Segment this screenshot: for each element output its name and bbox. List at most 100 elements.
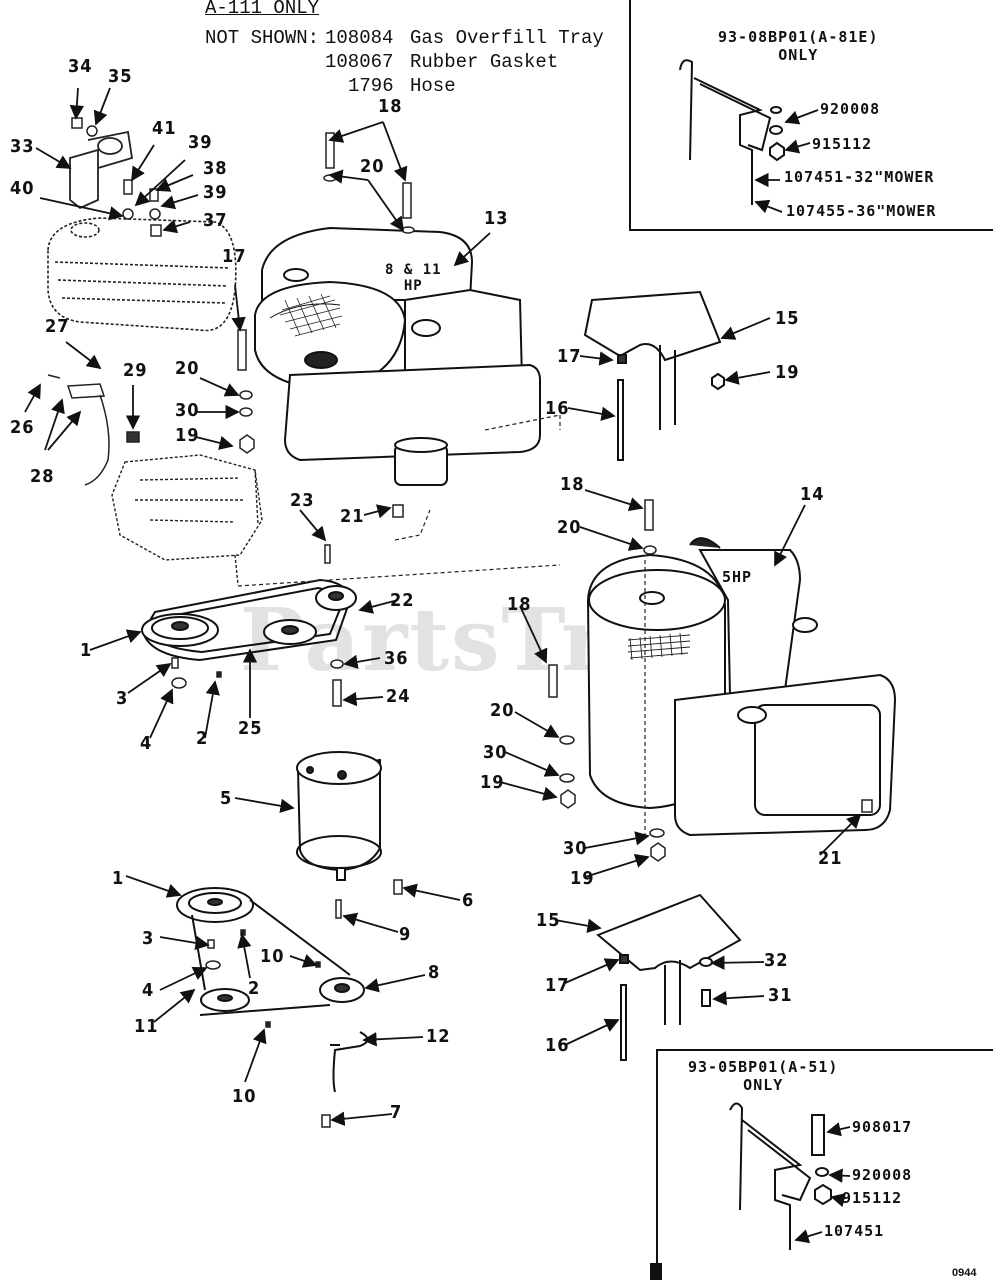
callout-35: 35 <box>108 66 133 87</box>
callout-11: 11 <box>134 1016 159 1037</box>
small-engine <box>586 537 897 837</box>
callout-19a: 19 <box>175 425 200 446</box>
small-engine-hp-label: 5HP <box>722 568 753 586</box>
callout-12: 12 <box>426 1026 451 1047</box>
mount-bracket-lower <box>596 893 742 1061</box>
callout-41: 41 <box>152 118 177 139</box>
inset-top-part-107455: 107455-36"MOWER <box>786 202 937 220</box>
inset-top-part-920008: 920008 <box>820 100 881 118</box>
callout-17c: 17 <box>545 975 570 996</box>
callout-27: 27 <box>45 316 70 337</box>
callout-2b: 2 <box>248 978 261 999</box>
callout-4b: 4 <box>142 980 155 1001</box>
callout-20a: 20 <box>360 156 385 177</box>
callout-8: 8 <box>428 962 441 983</box>
callout-22: 22 <box>390 590 415 611</box>
inset-top-title: 93-08BP01(A-81E) ONLY <box>718 28 879 64</box>
callout-4a: 4 <box>140 733 153 754</box>
inset-bottom-title: 93-05BP01(A-51) ONLY <box>688 1058 839 1094</box>
callout-34: 34 <box>68 56 93 77</box>
callout-7: 7 <box>390 1102 403 1123</box>
callout-17a: 17 <box>222 246 247 267</box>
inset-bottom-rod <box>729 1102 832 1250</box>
inset-bottom-part-915112: 915112 <box>842 1189 903 1207</box>
callout-2a: 2 <box>196 728 209 749</box>
callout-39a: 39 <box>188 132 213 153</box>
callout-18a: 18 <box>378 96 403 117</box>
callout-28: 28 <box>30 466 55 487</box>
callout-17b: 17 <box>557 346 582 367</box>
electric-motor <box>296 751 382 881</box>
callout-33: 33 <box>10 136 35 157</box>
exhaust-elbow <box>69 130 134 210</box>
leader-arrows <box>24 87 862 1244</box>
callout-38: 38 <box>203 158 228 179</box>
callout-13: 13 <box>484 208 509 229</box>
callout-30b: 30 <box>483 742 508 763</box>
inset-borders <box>629 0 993 1280</box>
inset-top-part-107451: 107451-32"MOWER <box>784 168 935 186</box>
not-shown-desc-1: Gas Overfill Tray <box>410 27 604 49</box>
callout-20d: 20 <box>490 700 515 721</box>
callout-25: 25 <box>238 718 263 739</box>
callout-26: 26 <box>10 417 35 438</box>
callout-16a: 16 <box>545 398 570 419</box>
belt-guide-rod <box>330 1031 369 1093</box>
callout-18c: 18 <box>507 594 532 615</box>
inset-bottom-part-920008: 920008 <box>852 1166 913 1184</box>
inset-top-part-915112: 915112 <box>812 135 873 153</box>
callout-23: 23 <box>290 490 315 511</box>
callout-21b: 21 <box>818 848 843 869</box>
callout-18b: 18 <box>560 474 585 495</box>
large-engine-hp-label: 8 & 11 HP <box>385 262 442 294</box>
callout-30a: 30 <box>175 400 200 421</box>
callout-20c: 20 <box>557 517 582 538</box>
small-hardware-right <box>237 132 873 862</box>
inset-bottom-part-107451: 107451 <box>824 1222 885 1240</box>
not-shown-part-1: 108084 <box>325 27 394 49</box>
callout-1a: 1 <box>80 640 93 661</box>
callout-6: 6 <box>462 890 475 911</box>
small-hardware-lower-left <box>205 879 403 1128</box>
callout-19c: 19 <box>480 772 505 793</box>
not-shown-part-2: 108067 <box>325 51 394 73</box>
callout-3a: 3 <box>116 688 129 709</box>
muffler-assembly <box>47 217 237 332</box>
callout-15a: 15 <box>775 308 800 329</box>
callout-15b: 15 <box>536 910 561 931</box>
callout-37: 37 <box>203 210 228 231</box>
drive-belt-upper <box>141 578 357 662</box>
callout-19d: 19 <box>570 868 595 889</box>
callout-3b: 3 <box>142 928 155 949</box>
callout-20b: 20 <box>175 358 200 379</box>
callout-31: 31 <box>768 985 793 1006</box>
engine-dashed-lines <box>237 414 646 835</box>
callout-29: 29 <box>123 360 148 381</box>
callout-24: 24 <box>386 686 411 707</box>
not-shown-desc-2: Rubber Gasket <box>410 51 559 73</box>
callout-1b: 1 <box>112 868 125 889</box>
registration-mark <box>650 1263 662 1280</box>
small-hardware-middle <box>171 504 404 707</box>
carburetor-dashed <box>111 454 263 586</box>
callout-16b: 16 <box>545 1035 570 1056</box>
not-shown-desc-3: Hose <box>410 75 456 97</box>
callout-10b: 10 <box>232 1086 257 1107</box>
throttle-control <box>47 374 140 486</box>
callout-36: 36 <box>384 648 409 669</box>
small-hardware-upper-left <box>71 117 162 237</box>
callout-39b: 39 <box>203 182 228 203</box>
mount-bracket-upper <box>583 290 725 461</box>
callout-5: 5 <box>220 788 233 809</box>
drive-belt-lower <box>176 887 365 1016</box>
large-engine <box>254 226 541 486</box>
engine-screen-mesh <box>279 293 343 337</box>
engine-screen-mesh-small <box>627 632 691 661</box>
a111-only-note: A-111 ONLY <box>205 0 320 19</box>
inset-top-rod <box>679 59 785 205</box>
not-shown-label: NOT SHOWN: <box>205 27 320 49</box>
callout-30c: 30 <box>563 838 588 859</box>
corner-code: 0944 <box>952 1267 977 1279</box>
callout-14: 14 <box>800 484 825 505</box>
not-shown-part-3: 1796 <box>348 75 394 97</box>
